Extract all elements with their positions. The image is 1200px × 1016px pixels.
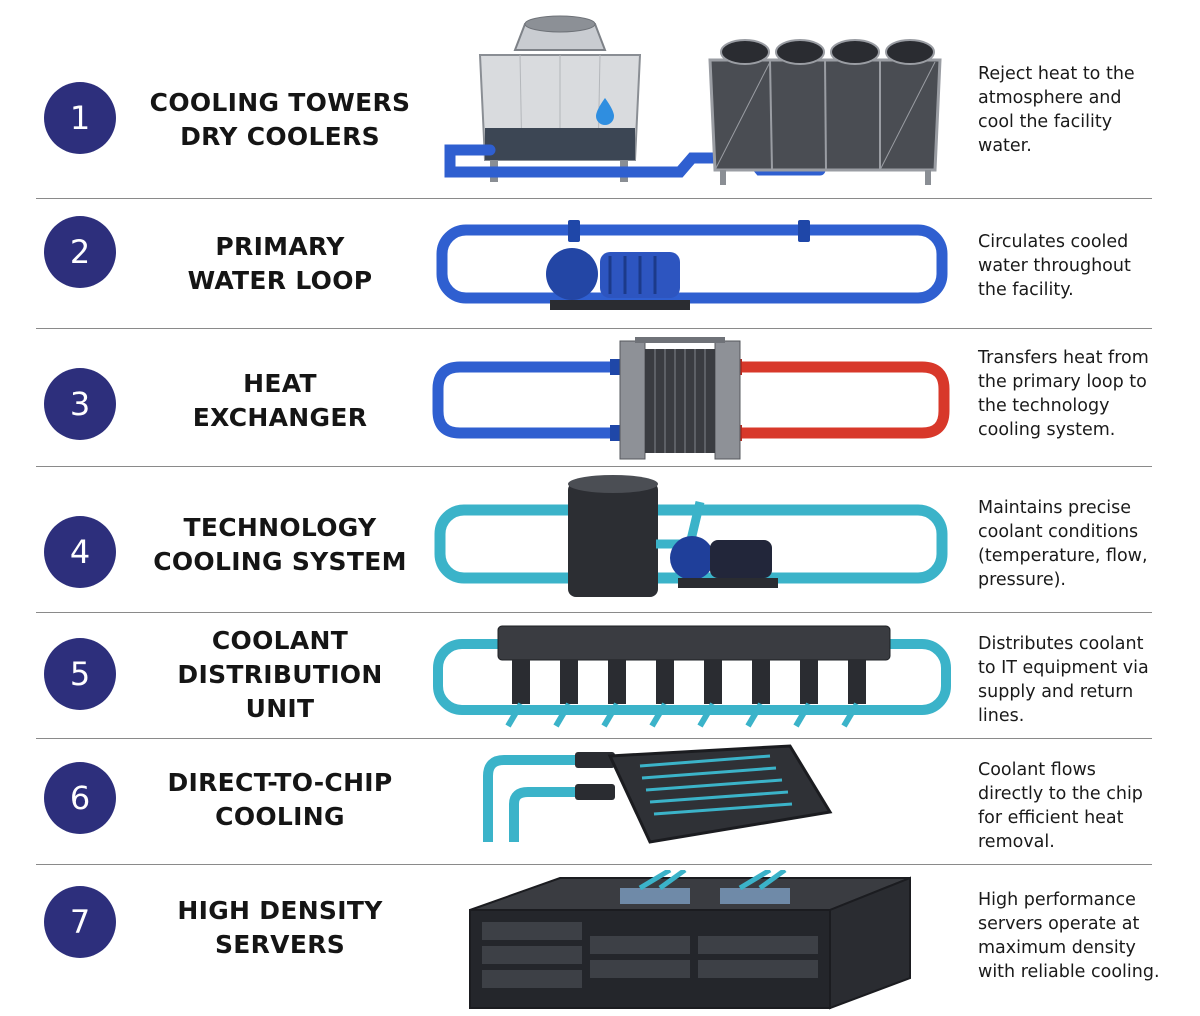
divider — [36, 328, 1152, 329]
step-6-title: DIRECT-TO-CHIP COOLING — [167, 768, 393, 831]
step-2-description: Circulates cooled water throughout the f… — [978, 232, 1131, 300]
step-2-badge: 2 — [44, 216, 116, 288]
step-7-description: High performance servers operate at maxi… — [978, 890, 1160, 982]
step-5-badge: 5 — [44, 638, 116, 710]
coolant-distribution-unit-illustration — [430, 618, 970, 736]
step-3-description: Transfers heat from the primary loop to … — [978, 348, 1149, 440]
divider — [36, 612, 1152, 613]
dry-cooler-fans — [720, 39, 935, 65]
hot-side-pipe — [730, 361, 950, 439]
step-1-badge: 1 — [44, 82, 116, 154]
primary-loop-pipe — [436, 224, 948, 304]
plate-heat-exchanger — [619, 337, 741, 460]
primary-water-loop-illustration — [430, 208, 970, 326]
coolant-return-line — [509, 787, 590, 842]
buffer-tank — [568, 475, 658, 597]
cold-side-pipe — [432, 361, 620, 439]
pump-icon — [546, 248, 690, 310]
step-1-title: COOLING TOWERS DRY COOLERS — [149, 88, 411, 151]
heat-exchanger-illustration — [430, 335, 970, 463]
step-6-badge: 6 — [44, 762, 116, 834]
divider — [36, 738, 1152, 739]
direct-to-chip-cooling-illustration — [430, 742, 970, 860]
step-1-description: Reject heat to the atmosphere and cool t… — [978, 64, 1135, 156]
cooling-towers-dry-coolers-illustration — [430, 10, 970, 195]
cold-plate — [607, 744, 833, 844]
server-cold-plates — [620, 888, 790, 904]
step-5-description: Distributes coolant to IT equipment via … — [978, 634, 1149, 726]
divider — [36, 198, 1152, 199]
step-7-badge: 7 — [44, 886, 116, 958]
manifold-outlets — [512, 660, 866, 704]
pump-icon — [670, 536, 778, 588]
step-4-description: Maintains precise coolant conditions (te… — [978, 498, 1148, 590]
water-drop-icon — [596, 98, 614, 125]
step-3-title: HEAT EXCHANGER — [192, 369, 368, 432]
divider — [36, 466, 1152, 467]
step-7-title: HIGH DENSITY SERVERS — [177, 896, 383, 959]
step-3-badge: 3 — [44, 368, 116, 440]
divider — [36, 864, 1152, 865]
high-density-servers-illustration — [430, 870, 970, 1010]
step-5-title: COOLANT DISTRIBUTION UNIT — [177, 626, 383, 723]
step-2-title: PRIMARY WATER LOOP — [187, 232, 373, 295]
step-6-description: Coolant flows directly to the chip for e… — [978, 760, 1143, 852]
coolant-supply-line — [483, 755, 590, 842]
step-4-title: TECHNOLOGY COOLING SYSTEM — [153, 513, 407, 576]
technology-cooling-system-illustration — [430, 472, 970, 607]
manifold — [497, 625, 891, 661]
step-4-badge: 4 — [44, 516, 116, 588]
